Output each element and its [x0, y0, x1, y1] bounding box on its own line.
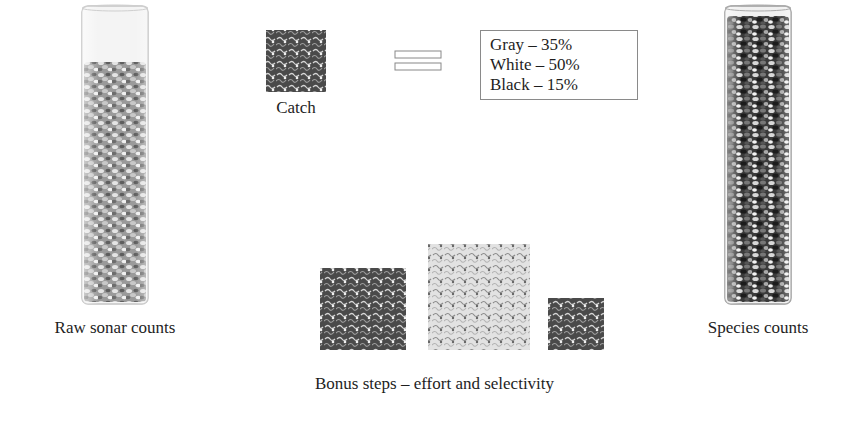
selectivity-texture [428, 244, 530, 350]
bonus-texture [548, 298, 604, 350]
figure-label: Species counts [679, 318, 837, 338]
caption-text: Bonus steps – effort and selectivity [315, 374, 554, 394]
jar-illustration [725, 5, 791, 304]
catch-figure: Catch [242, 26, 350, 118]
jar-figure: Raw sonar counts [36, 0, 194, 338]
legend-line: Black – 15% [490, 75, 625, 95]
jar-figure: Species counts [679, 0, 837, 338]
effort-texture [320, 268, 406, 350]
catch-texture [266, 30, 326, 92]
legend-line: White – 50% [490, 55, 625, 75]
jar-illustration [82, 5, 148, 304]
figure-label: Catch [242, 98, 350, 118]
equals-sign [395, 51, 441, 70]
figure-label: Raw sonar counts [36, 318, 194, 338]
legend-line: Gray – 35% [490, 35, 625, 55]
composition-box: Gray – 35%White – 50%Black – 15% [480, 30, 638, 100]
